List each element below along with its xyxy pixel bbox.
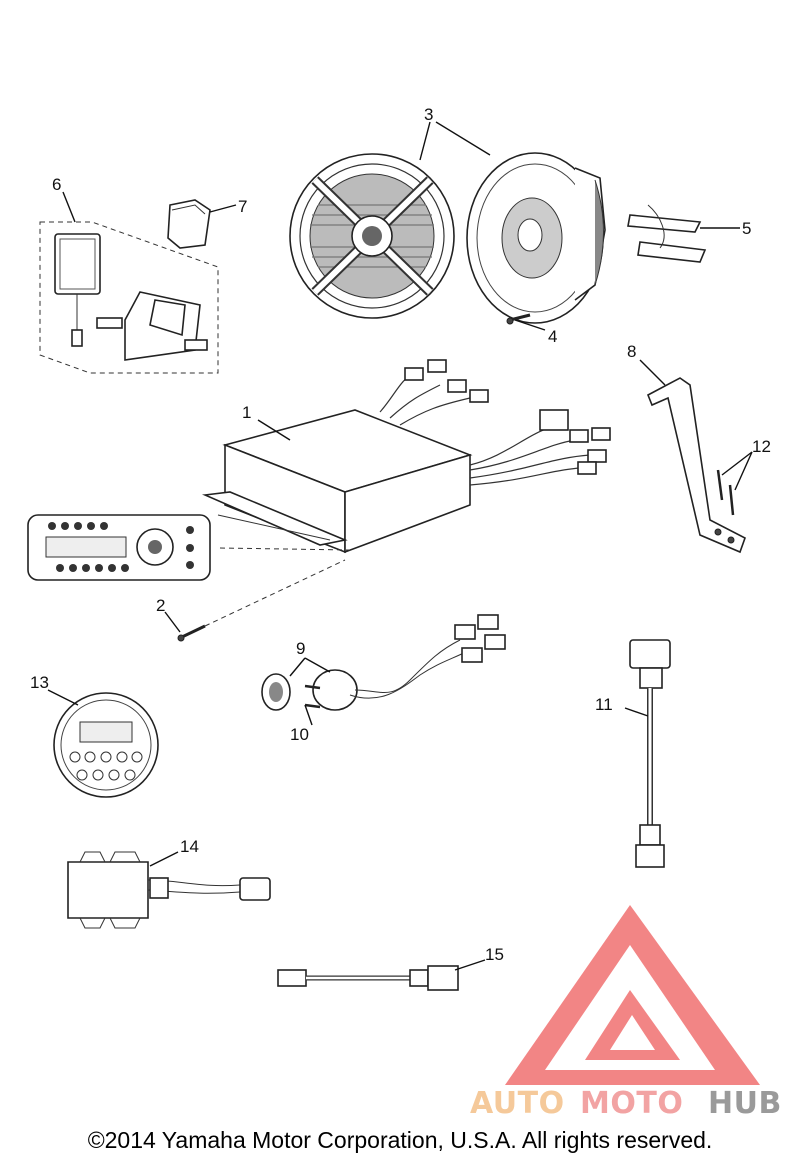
- callout-13: 13: [30, 673, 49, 692]
- part-9-aux-input: [261, 614, 506, 711]
- part-8-bracket: [646, 377, 746, 554]
- part-5-harness: [627, 204, 707, 263]
- part-4-screw: [506, 313, 531, 325]
- part-15-cable: [277, 965, 459, 991]
- callout-6: 6: [52, 175, 61, 194]
- callout-labels: 3 4 5 6 7 8 12 1 2 9 10 13 11 14 15: [30, 105, 771, 964]
- faceplate-panel: [27, 514, 351, 581]
- part-3-speaker-grill: [289, 153, 455, 319]
- callout-2: 2: [156, 596, 165, 615]
- part-2-screw: [177, 559, 346, 642]
- copyright-notice: ©2014 Yamaha Motor Corporation, U.S.A. A…: [87, 1127, 713, 1153]
- part-13-round-remote: [53, 692, 159, 798]
- part-1-head-unit: [201, 359, 611, 554]
- callout-5: 5: [742, 219, 751, 238]
- callout-7: 7: [238, 197, 247, 216]
- leader-lines: [47, 121, 753, 971]
- callout-8: 8: [627, 342, 636, 361]
- callout-14: 14: [180, 837, 199, 856]
- watermark-text-moto: MOTO: [580, 1086, 683, 1121]
- watermark-text-auto: AUTO: [470, 1086, 565, 1121]
- callout-1: 1: [242, 403, 251, 422]
- part-10-screws: [304, 684, 321, 709]
- callout-12: 12: [752, 437, 771, 456]
- part-3-speaker-driver: [466, 152, 606, 324]
- watermark-logo: AUTO MOTO HUB: [470, 905, 782, 1121]
- callout-11: 11: [595, 695, 613, 714]
- callout-3: 3: [424, 105, 433, 124]
- part-6-7-remote-kit: [39, 199, 219, 374]
- watermark-text-hub: HUB: [708, 1086, 782, 1121]
- part-11-cable: [629, 639, 671, 868]
- callout-10: 10: [290, 725, 309, 744]
- callout-15: 15: [485, 945, 504, 964]
- part-14-module: [67, 851, 271, 929]
- callout-9: 9: [296, 639, 305, 658]
- callout-4: 4: [548, 327, 557, 346]
- part-12-screws: [716, 469, 735, 516]
